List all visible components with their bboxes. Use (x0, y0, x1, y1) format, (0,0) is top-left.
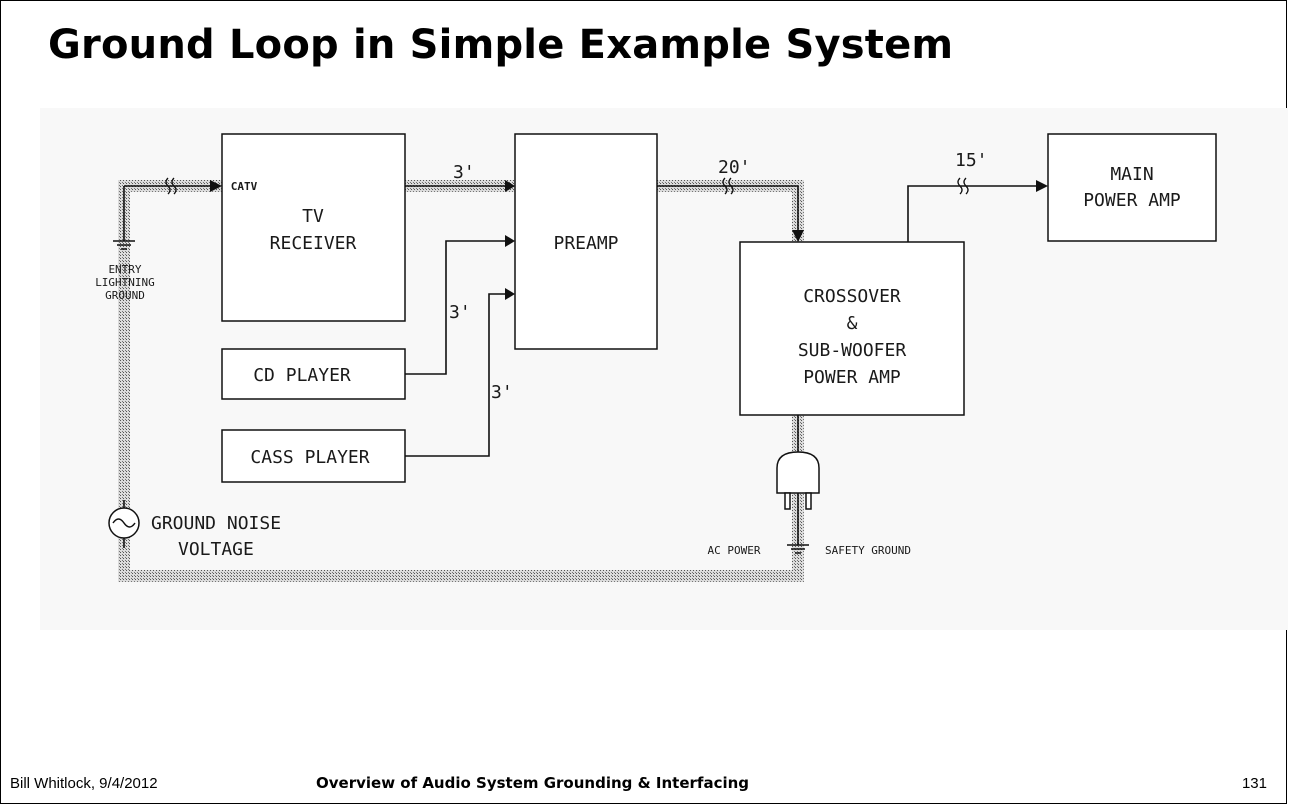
main-amp-input-arrow (1036, 180, 1048, 192)
cd-player-label: CD PLAYER (253, 365, 351, 386)
preamp-input-arrow-3 (505, 288, 515, 300)
tv-input-arrow (210, 180, 222, 192)
small-labels: CATV ENTRY LIGHTNING GROUND AC POWER SAF… (95, 180, 911, 557)
crossover-label-line2: & (847, 313, 858, 334)
entry-ground-label-2: LIGHTNING (95, 276, 155, 289)
cd-preamp-length: 3' (449, 302, 471, 323)
loop-segment-left (118, 180, 130, 582)
arrowheads (210, 180, 1048, 300)
main-amp-block (1047, 133, 1217, 242)
tv-label-line1: TV (302, 206, 324, 227)
entry-ground-icon (113, 240, 135, 250)
break-catv (165, 177, 177, 195)
preamp-block (514, 133, 658, 350)
footer-presentation-title: Overview of Audio System Grounding & Int… (316, 774, 750, 792)
preamp-input-arrow-1 (505, 180, 515, 192)
slide-title: Ground Loop in Simple Example System (48, 22, 954, 68)
main-amp-label-line1: MAIN (1110, 164, 1153, 185)
break-20ft (722, 177, 734, 195)
cass-player-label: CASS PLAYER (250, 447, 369, 468)
crossover-main-wire (907, 185, 1036, 242)
preamp-crossover-length: 20' (718, 157, 751, 178)
loop-segment-bottom (118, 570, 804, 582)
crossover-label-line3: SUB-WOOFER (798, 340, 907, 361)
preamp-input-arrow-2 (505, 235, 515, 247)
cass-preamp-wire (405, 293, 505, 457)
footer-page-number: 131 (1241, 775, 1267, 792)
ground-noise-label-1: GROUND NOISE (151, 513, 281, 534)
crossover-main-length: 15' (955, 150, 988, 171)
footer-author-date: Bill Whitlock, 9/4/2012 (10, 775, 158, 792)
crossover-input-arrow (792, 230, 804, 242)
main-amp-label-line2: POWER AMP (1083, 190, 1181, 211)
blocks (221, 133, 1217, 483)
ground-noise-label-2: VOLTAGE (178, 539, 254, 560)
signal-wires (123, 185, 1036, 548)
ac-power-label: AC POWER (708, 544, 761, 557)
crossover-label-line1: CROSSOVER (803, 286, 901, 307)
preamp-label: PREAMP (553, 233, 618, 254)
entry-ground-label-1: ENTRY (108, 263, 141, 276)
tv-receiver-block (221, 133, 406, 322)
preamp-crossover-wire (657, 185, 799, 230)
crossover-label-line4: POWER AMP (803, 367, 901, 388)
ground-noise-source-icon (108, 507, 140, 539)
cable-length-labels: 3' 20' 15' 3' 3' (449, 150, 988, 403)
break-symbols (165, 177, 969, 195)
tv-label-line2: RECEIVER (270, 233, 357, 254)
catv-label: CATV (231, 180, 258, 193)
ground-noise-labels: GROUND NOISE VOLTAGE (151, 513, 281, 560)
tv-preamp-length: 3' (453, 162, 475, 183)
crossover-block (739, 241, 965, 416)
safety-ground-icon (787, 544, 809, 554)
break-15ft (957, 177, 969, 195)
cass-preamp-length: 3' (491, 382, 513, 403)
cd-preamp-wire (405, 240, 505, 375)
cd-player-block (221, 348, 406, 400)
safety-ground-label: SAFETY GROUND (825, 544, 911, 557)
ac-plug-icon (776, 451, 820, 510)
block-labels: TV RECEIVER PREAMP CD PLAYER CASS PLAYER… (250, 164, 1181, 468)
entry-ground-label-3: GROUND (105, 289, 145, 302)
